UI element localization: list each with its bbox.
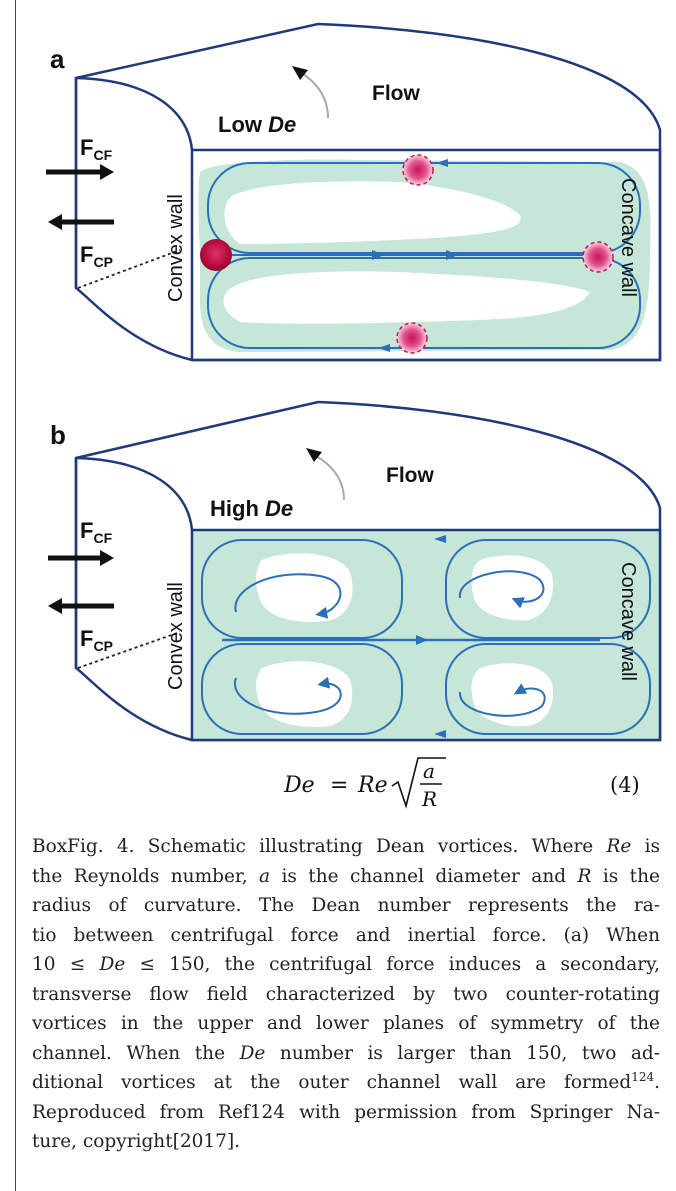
- panel-b-label: b: [50, 420, 66, 450]
- panel-b-void-ur: [471, 555, 553, 621]
- caption-line-5: 10 ≤ De ≤ 150, the centrifugal force ind…: [32, 954, 660, 975]
- panel-b-loop-ul: [201, 539, 403, 639]
- margin-rule: [15, 0, 16, 1191]
- caption-line-4: tio between centrifugal force and inerti…: [32, 924, 660, 946]
- panel-b-convex-label: Convex wall: [165, 582, 187, 690]
- panel-a-concave-label: Concave wall: [617, 178, 639, 297]
- panel-b-loop-lr: [445, 643, 651, 735]
- panel-a-dashed-radius: [77, 249, 181, 289]
- panel-b: b Flow High De FCF: [48, 400, 662, 742]
- dean-vortex-figure: a Flow Low De FCF: [46, 22, 662, 742]
- panel-b-spiral-lr: [458, 683, 546, 717]
- caption-line-11: ture, copyright[2017].: [32, 1131, 241, 1152]
- caption-line-10: Reproduced from Ref124 with permission f…: [32, 1101, 660, 1123]
- caption-line-7: vortices in the upper and lower planes o…: [32, 1013, 660, 1034]
- panel-b-flow-label: Flow: [386, 464, 434, 487]
- panel-a: a Flow Low De FCF: [46, 22, 662, 362]
- panel-b-spiral-ur: [458, 570, 545, 609]
- panel-a-convex-curve: [75, 76, 194, 151]
- panel-b-fcp-label: FCP: [80, 626, 113, 654]
- panel-a-flow-label: Flow: [372, 82, 420, 105]
- caption-line-6: transverse flow field characterized by t…: [32, 983, 660, 1005]
- panel-a-flow-arrow: [299, 71, 329, 119]
- panel-a-void-lower: [223, 271, 591, 324]
- panel-b-regime-label: High De: [210, 496, 293, 521]
- caption-line-9: ditional vortices at the outer channel w…: [32, 1069, 660, 1093]
- panel-b-spiral-ul: [234, 573, 342, 619]
- panel-a-particle-convex: [200, 239, 232, 271]
- panel-b-loop-ll: [201, 643, 403, 735]
- caption-line-1: BoxFig. 4. Schematic illustrating Dean v…: [32, 836, 661, 857]
- panel-a-label: a: [50, 44, 65, 74]
- panel-b-fcf-label: FCF: [80, 518, 113, 546]
- panel-a-cross-section: [190, 148, 662, 362]
- panel-b-void-ul: [256, 553, 353, 623]
- panel-a-convex-label: Convex wall: [165, 194, 187, 302]
- panel-b-flow-arrow: [315, 455, 345, 501]
- panel-b-channel-outline: [74, 400, 662, 742]
- panel-b-loop-ur: [445, 539, 651, 639]
- panel-a-fcp-label: FCP: [80, 242, 113, 270]
- panel-b-dashed-radius: [77, 631, 181, 669]
- caption-line-2: the Reynolds number, a is the channel di…: [32, 865, 660, 887]
- panel-b-concave-label: Concave wall: [617, 562, 639, 681]
- panel-a-regime-label: Low De: [218, 112, 296, 137]
- panel-a-void-upper: [224, 181, 521, 244]
- panel-b-spiral-ll: [233, 676, 342, 715]
- panel-b-convex-curve: [75, 456, 194, 531]
- panel-a-particle-concave: [582, 241, 614, 273]
- figure-caption: BoxFig. 4. Schematic illustrating Dean v…: [32, 832, 660, 1157]
- panel-a-particle-top: [402, 154, 434, 186]
- panel-a-particle-bottom: [396, 322, 428, 354]
- panel-a-channel-outline: [74, 22, 662, 362]
- caption-line-8: channel. When the De number is larger th…: [32, 1042, 660, 1064]
- caption-line-3: radius of curvature. The Dean number rep…: [32, 895, 660, 916]
- panel-a-fcf-label: FCF: [80, 135, 113, 163]
